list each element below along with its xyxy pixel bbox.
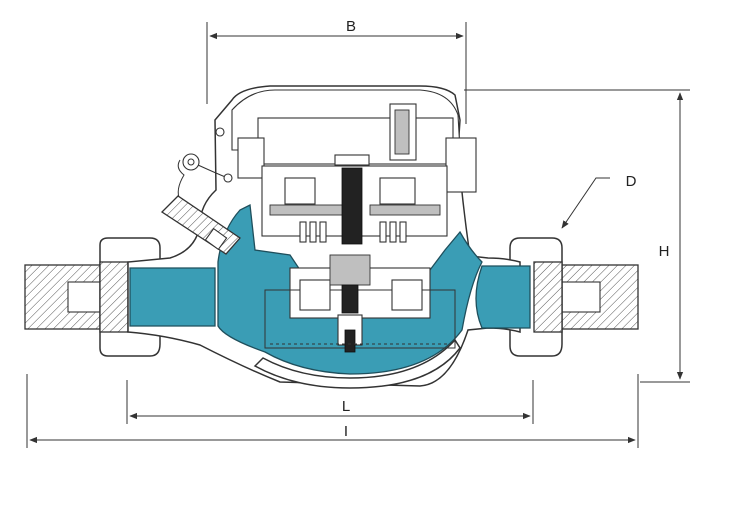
label-h: H — [659, 243, 670, 260]
dimension-b — [206, 22, 467, 124]
dimension-i — [26, 374, 639, 448]
right-connector — [509, 237, 639, 357]
label-l: L — [342, 398, 350, 415]
measuring-chamber — [264, 254, 456, 353]
gear-train — [261, 154, 448, 245]
leader-d — [561, 177, 610, 229]
label-i: I — [344, 423, 348, 440]
label-b: B — [346, 18, 356, 35]
gear-teeth — [299, 221, 407, 243]
dimension-h — [464, 89, 690, 383]
side-plug — [160, 195, 241, 255]
label-d: D — [626, 173, 637, 190]
seal-assembly — [177, 127, 233, 201]
dimension-l — [126, 380, 534, 424]
